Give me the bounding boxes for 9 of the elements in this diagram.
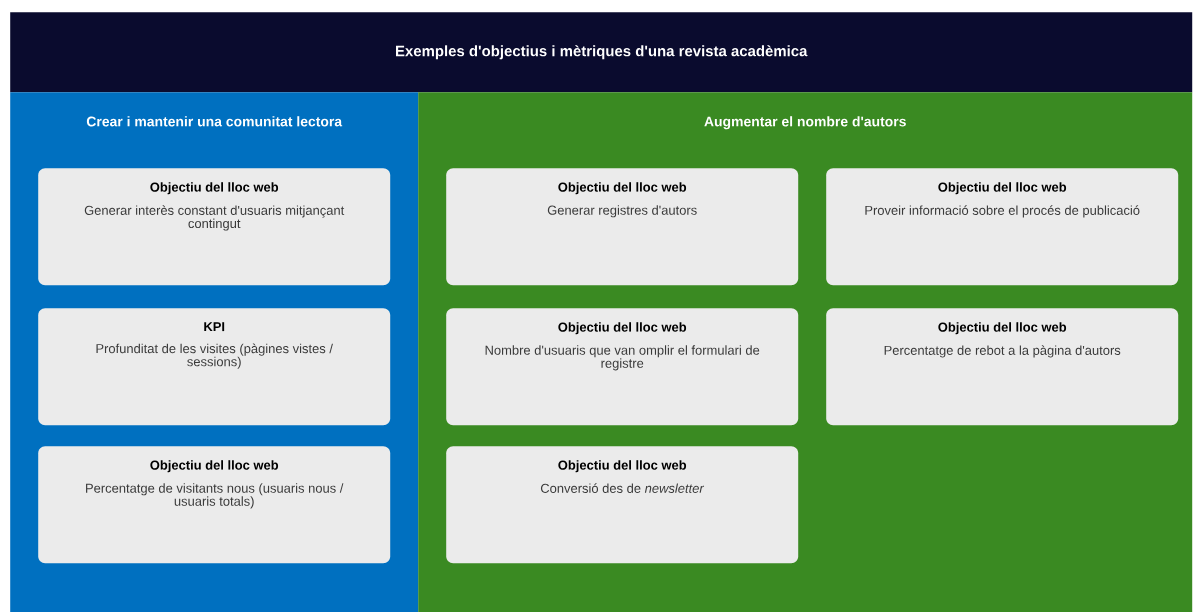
goal-card: Objectiu del lloc web Proveir informació sobre el procés de publicació — [826, 168, 1179, 286]
goal-card: Objectiu del lloc web Percentatge de visitants nous (usuaris nous / usuaris totals) — [38, 446, 391, 564]
goal-card: KPI Profunditat de les visites (pàgines vistes / sessions) — [38, 308, 391, 426]
goal-card: Objectiu del lloc web Conversió des de newsletter — [446, 446, 799, 564]
goal-card: Objectiu del lloc web Generar interès constant d'usuaris mitjançant contingut — [38, 168, 391, 286]
goal-card: Objectiu del lloc web Generar registres d'autors — [446, 168, 799, 286]
title-bar: Exemples d'objectius i mètriques d'una revista acadèmica — [10, 12, 1193, 93]
goal-card: Objectiu del lloc web Percentatge de rebot a la pàgina d'autors — [826, 308, 1179, 426]
goal-card: Objectiu del lloc web Nombre d'usuaris que van omplir el formulari de registre — [446, 308, 799, 426]
